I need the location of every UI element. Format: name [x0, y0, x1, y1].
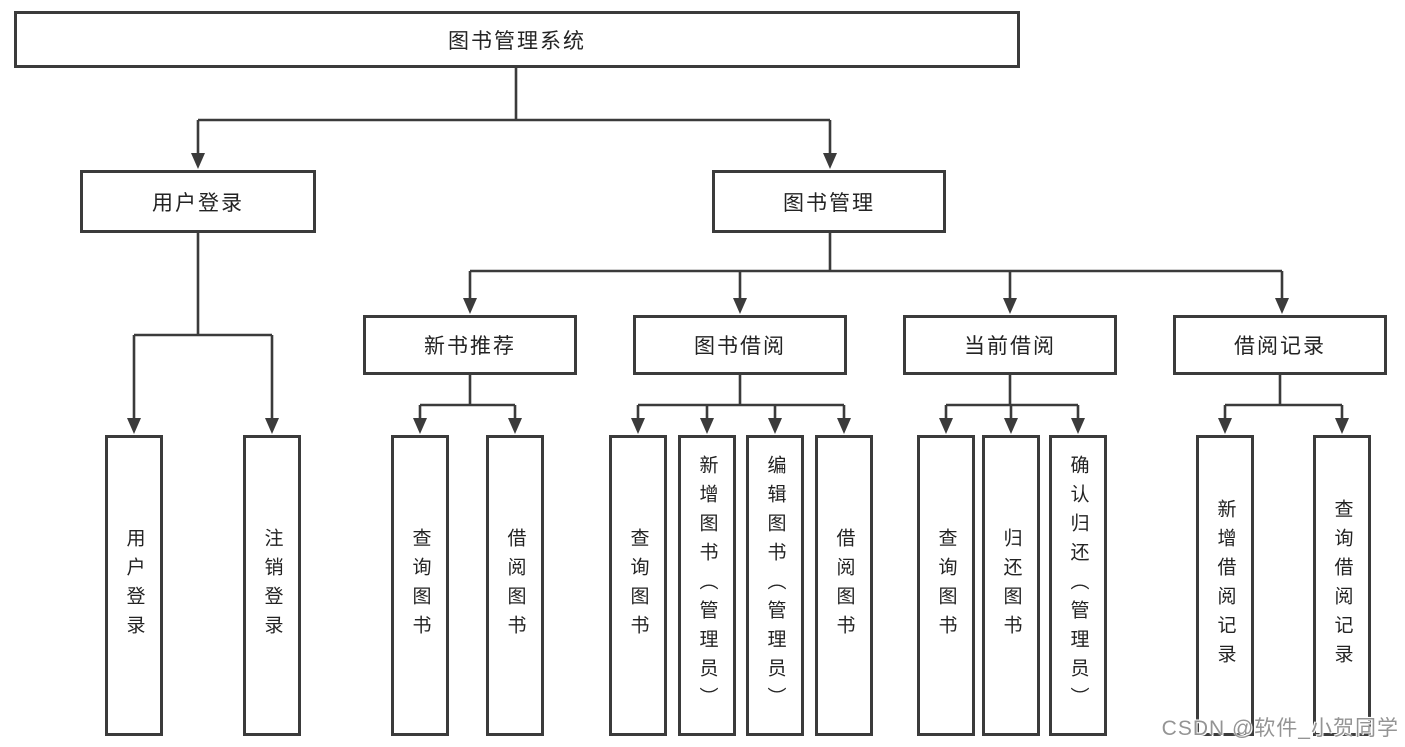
leaf-add-borrow-record: 新增借阅记录: [1196, 435, 1254, 736]
node-current-borrowing: 当前借阅: [903, 315, 1117, 375]
leaf-borrow-books: 借阅图书: [486, 435, 544, 736]
leaf-add-books-admin: 新增图书（管理员）: [678, 435, 736, 736]
leaf-confirm-return-admin: 确认归还（管理员）: [1049, 435, 1107, 736]
leaf-label: 注销登录: [261, 527, 283, 644]
node-label: 图书借阅: [694, 335, 786, 358]
leaf-label: 编辑图书（管理员）: [764, 455, 786, 716]
leaf-user-login: 用户登录: [105, 435, 163, 736]
leaf-label: 归还图书: [1000, 527, 1022, 644]
node-borrowing-records: 借阅记录: [1173, 315, 1387, 375]
leaf-label: 新增图书（管理员）: [696, 455, 718, 716]
node-label: 图书管理系统: [448, 29, 586, 53]
leaf-borrow-books: 借阅图书: [815, 435, 873, 736]
node-new-book-recommendation: 新书推荐: [363, 315, 577, 375]
node-label: 新书推荐: [424, 335, 516, 358]
leaf-edit-books-admin: 编辑图书（管理员）: [746, 435, 804, 736]
leaf-query-books: 查询图书: [609, 435, 667, 736]
node-label: 借阅记录: [1234, 335, 1326, 358]
csdn-watermark: CSDN @软件_小贺同学: [1161, 717, 1399, 740]
leaf-label: 确认归还（管理员）: [1067, 455, 1089, 716]
leaf-label: 借阅图书: [504, 527, 526, 644]
leaf-logout: 注销登录: [243, 435, 301, 736]
leaf-query-borrow-record: 查询借阅记录: [1313, 435, 1371, 736]
node-label: 用户登录: [152, 191, 244, 215]
leaf-label: 查询借阅记录: [1331, 498, 1353, 673]
leaf-label: 用户登录: [123, 527, 145, 644]
leaf-label: 查询图书: [935, 527, 957, 644]
leaf-query-books: 查询图书: [391, 435, 449, 736]
leaf-label: 查询图书: [409, 527, 431, 644]
node-user-login: 用户登录: [80, 170, 316, 233]
leaf-return-books: 归还图书: [982, 435, 1040, 736]
node-label: 图书管理: [783, 191, 875, 215]
node-book-management: 图书管理: [712, 170, 946, 233]
leaf-label: 新增借阅记录: [1214, 498, 1236, 673]
node-library-management-system: 图书管理系统: [14, 11, 1020, 68]
leaf-query-books: 查询图书: [917, 435, 975, 736]
leaf-label: 查询图书: [627, 527, 649, 644]
leaf-label: 借阅图书: [833, 527, 855, 644]
node-book-borrowing: 图书借阅: [633, 315, 847, 375]
node-label: 当前借阅: [964, 335, 1056, 358]
